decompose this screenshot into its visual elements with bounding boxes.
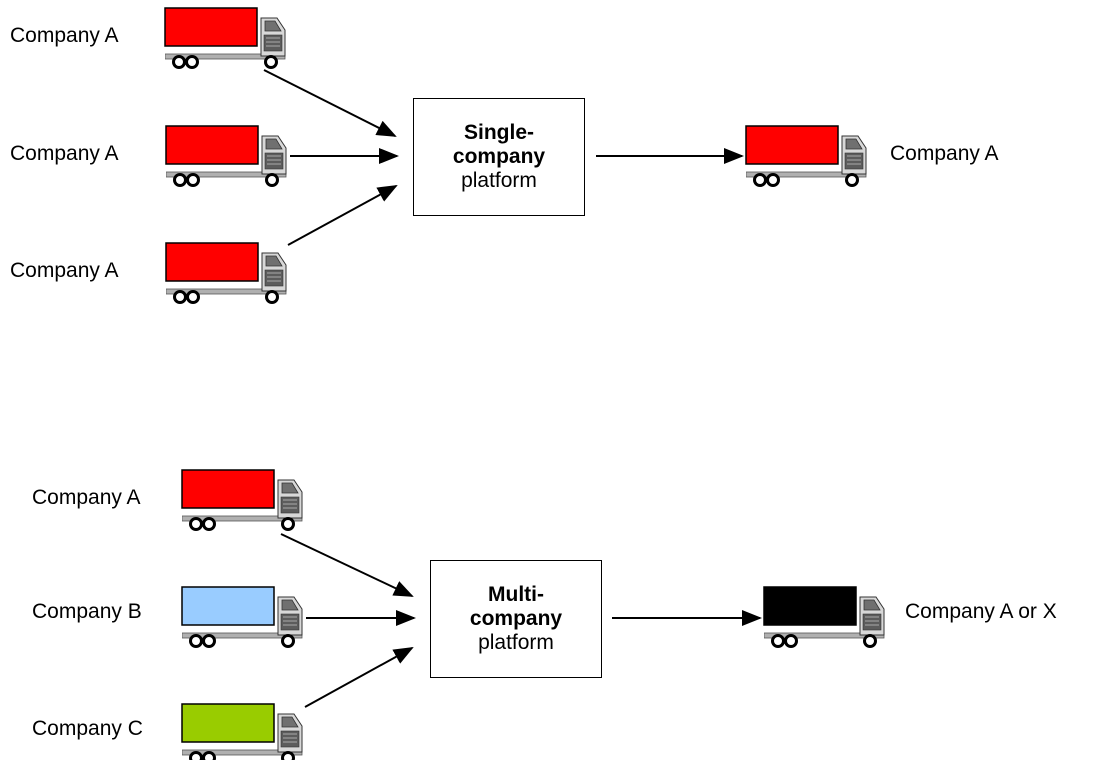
- multi-company-platform-box: Multi- company platform: [430, 560, 602, 678]
- top-input-truck-1: [164, 7, 287, 69]
- bottom-input-truck-2: [181, 586, 304, 648]
- bottom-arrow-1: [280, 533, 414, 597]
- top-arrow-3: [287, 185, 398, 246]
- top-output-truck: [745, 125, 868, 187]
- platform-title-line2: company: [452, 145, 546, 168]
- bottom-input-label-1: Company A: [32, 486, 141, 509]
- bottom-input-truck-3-container: [181, 703, 275, 743]
- platform-title-line2: company: [469, 607, 563, 630]
- bottom-input-truck-3: [181, 703, 304, 760]
- top-output-label: Company A: [890, 142, 999, 165]
- bottom-input-truck-1: [181, 469, 304, 531]
- top-input-label-3: Company A: [10, 259, 119, 282]
- top-arrow-1: [263, 69, 397, 137]
- bottom-output-truck-container: [763, 586, 857, 626]
- bottom-input-truck-1-container: [181, 469, 275, 509]
- top-input-label-1: Company A: [10, 24, 119, 47]
- top-input-label-2: Company A: [10, 142, 119, 165]
- top-input-truck-2-container: [165, 125, 259, 165]
- top-input-truck-1-container: [164, 7, 258, 47]
- top-input-truck-3-container: [165, 242, 259, 282]
- bottom-output-truck: [763, 586, 886, 648]
- bottom-output-label: Company A or X: [905, 600, 1057, 623]
- top-input-truck-2: [165, 125, 288, 187]
- single-company-platform-box: Single- company platform: [413, 98, 585, 216]
- bottom-input-truck-2-container: [181, 586, 275, 626]
- top-output-truck-container: [745, 125, 839, 165]
- platform-title-line3: platform: [478, 631, 554, 654]
- bottom-input-label-3: Company C: [32, 717, 143, 740]
- bottom-input-label-2: Company B: [32, 600, 142, 623]
- platform-title-line3: platform: [461, 169, 537, 192]
- bottom-arrow-3: [304, 647, 414, 708]
- platform-title-line1: Single-: [463, 121, 534, 144]
- platform-title-line1: Multi-: [488, 583, 544, 606]
- top-input-truck-3: [165, 242, 288, 304]
